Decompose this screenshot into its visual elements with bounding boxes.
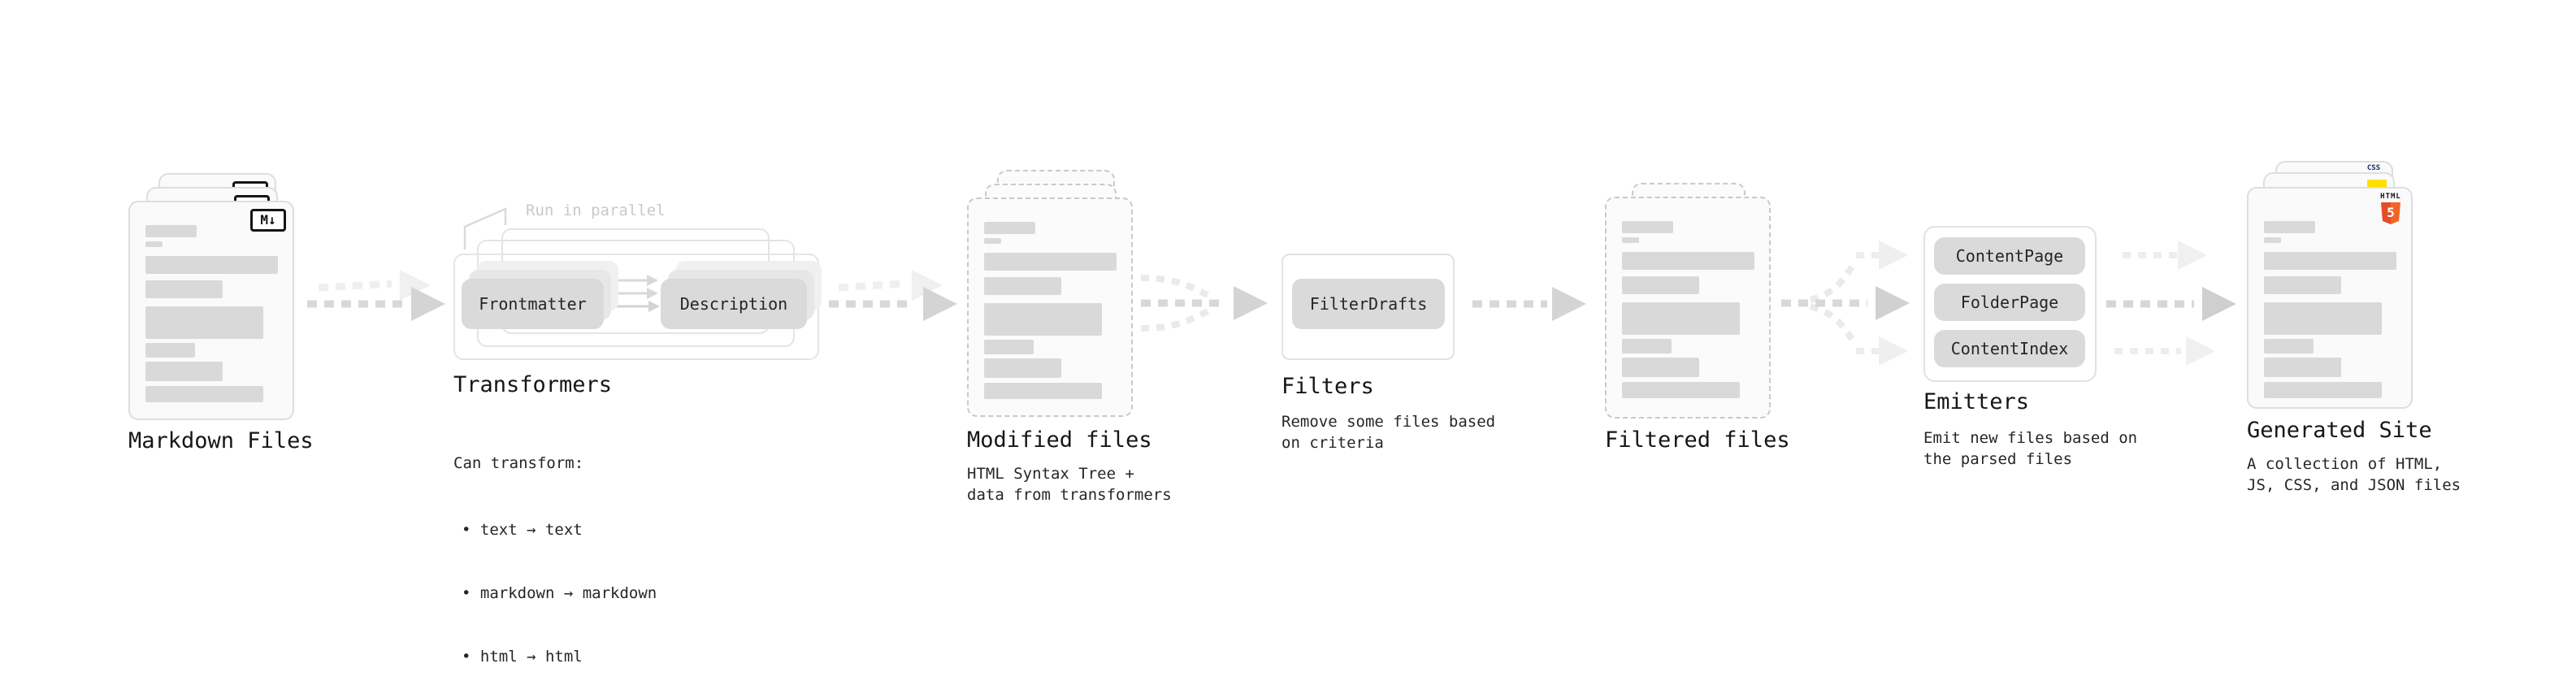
stage-label-filtered-files: Filtered files	[1605, 427, 1790, 453]
emitters-description: Emit new files based on the parsed files	[1923, 429, 2138, 468]
arrow-transformers-to-modified	[829, 270, 957, 321]
frontmatter-pill: Frontmatter	[462, 279, 604, 329]
placeholder-bar	[2264, 237, 2281, 243]
css-badge-label: CSS	[2366, 164, 2381, 172]
stage-filters: FilterDrafts Filters Remove some files b…	[1281, 0, 1496, 681]
can-transform-heading: Can transform:	[453, 454, 584, 472]
file-content-placeholder	[2264, 221, 2396, 398]
transform-bullet: • markdown → markdown	[462, 584, 657, 602]
placeholder-bar	[1622, 382, 1740, 398]
description-pill: Description	[661, 279, 807, 329]
filtered-file-card-front	[1605, 197, 1771, 419]
transformers-description: Can transform: • text → text • markdown …	[453, 410, 657, 681]
contentindex-pill: ContentIndex	[1934, 330, 2085, 367]
placeholder-bar	[145, 362, 223, 381]
arrow-emitters-to-generated	[2106, 241, 2236, 366]
placeholder-bar	[1622, 302, 1740, 335]
html5-icon: HTML 5	[2380, 193, 2401, 224]
generated-site-description: A collection of HTML, JS, CSS, and JSON …	[2247, 455, 2461, 494]
stage-modified-files: Modified files HTML Syntax Tree + data f…	[967, 0, 1178, 681]
placeholder-bar	[984, 340, 1034, 354]
html5-shield: 5	[2381, 202, 2400, 224]
stage-emitters: ContentPage FolderPage ContentIndex Emit…	[1923, 0, 2138, 681]
placeholder-bar	[2264, 382, 2382, 398]
filterdrafts-pill: FilterDrafts	[1292, 279, 1445, 329]
placeholder-bar	[145, 241, 163, 247]
placeholder-bar	[2264, 276, 2341, 294]
placeholder-bar	[984, 253, 1117, 271]
contentpage-pill: ContentPage	[1934, 237, 2085, 275]
stage-markdown-files: M↓ M↓ M↓ Markdown Files	[128, 0, 340, 681]
placeholder-bar	[145, 256, 278, 274]
arrow-markdown-to-transformers	[307, 270, 445, 321]
stage-generated-site: CSS HTML 5 Generated Site A	[2247, 0, 2474, 681]
placeholder-bar	[1622, 358, 1699, 377]
placeholder-bar	[984, 303, 1102, 336]
placeholder-bar	[2264, 358, 2341, 377]
stage-filtered-files: Filtered files	[1605, 0, 1816, 681]
stage-label-filters: Filters	[1281, 374, 1374, 399]
placeholder-bar	[2264, 302, 2382, 335]
run-in-parallel-annotation: Run in parallel	[526, 202, 666, 219]
html5-word: HTML	[2380, 193, 2401, 201]
stage-label-generated-site: Generated Site	[2247, 418, 2432, 443]
placeholder-bar	[984, 383, 1102, 399]
placeholder-bar	[145, 225, 197, 237]
placeholder-bar	[2264, 252, 2396, 270]
file-content-placeholder	[984, 222, 1117, 399]
folderpage-pill: FolderPage	[1934, 284, 2085, 321]
placeholder-bar	[984, 358, 1061, 378]
markdown-file-card-front: M↓	[128, 201, 294, 420]
placeholder-bar	[2264, 221, 2315, 233]
placeholder-bar	[1622, 237, 1639, 243]
placeholder-bar	[145, 343, 195, 358]
stage-label-markdown-files: Markdown Files	[128, 428, 314, 453]
transform-bullet: • html → html	[462, 648, 583, 666]
placeholder-bar	[145, 280, 223, 298]
generated-file-card-html: HTML 5	[2247, 187, 2413, 409]
filters-description: Remove some files based on criteria	[1281, 413, 1496, 452]
transform-bullet: • text → text	[462, 521, 583, 539]
file-content-placeholder	[1622, 221, 1754, 398]
placeholder-bar	[984, 222, 1035, 234]
placeholder-bar	[984, 238, 1001, 244]
stage-label-transformers: Transformers	[453, 372, 613, 397]
placeholder-bar	[1622, 339, 1672, 354]
arrow-modified-to-filters	[1140, 275, 1268, 332]
placeholder-bar	[145, 306, 263, 339]
stage-transformers: Run in parallel Frontmatter Description …	[453, 0, 827, 681]
modified-file-card-front	[967, 197, 1133, 417]
arrow-filtered-to-emitters	[1781, 241, 1910, 366]
placeholder-bar	[1622, 276, 1699, 294]
placeholder-bar	[2264, 339, 2314, 354]
stage-label-modified-files: Modified files	[967, 427, 1152, 453]
placeholder-bar	[984, 277, 1061, 295]
placeholder-bar	[1622, 252, 1754, 270]
markdown-icon: M↓	[250, 209, 286, 232]
arrow-filters-to-filtered	[1472, 287, 1586, 321]
placeholder-bar	[1622, 221, 1673, 233]
stage-label-emitters: Emitters	[1923, 389, 2030, 414]
placeholder-bar	[145, 386, 263, 402]
modified-files-description: HTML Syntax Tree + data from transformer…	[967, 465, 1172, 504]
file-content-placeholder	[145, 225, 278, 402]
annotation-leader-line	[463, 207, 507, 249]
